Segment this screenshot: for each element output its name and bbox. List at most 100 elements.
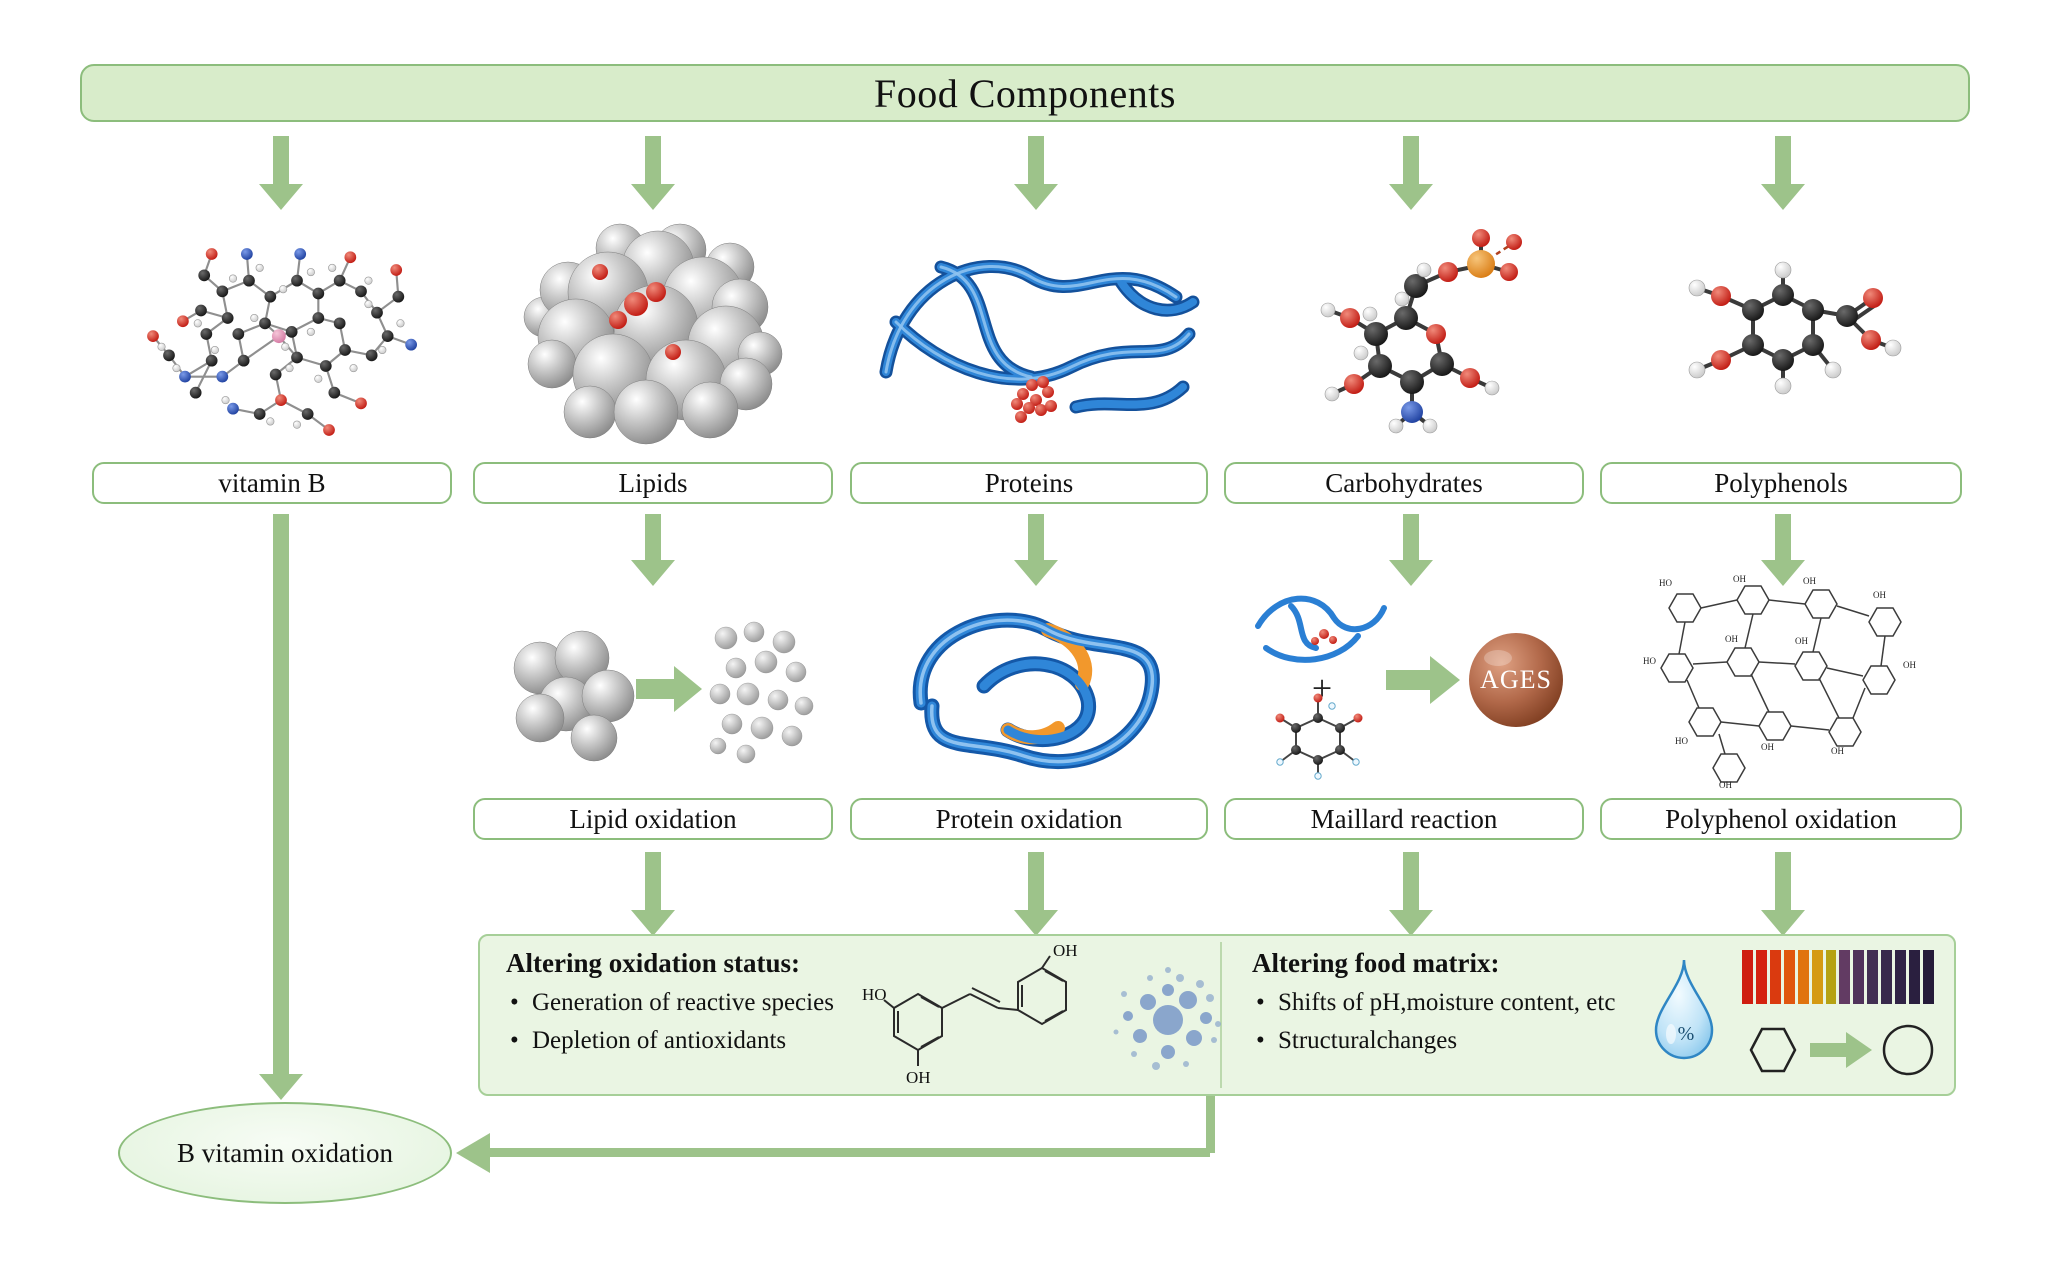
maillard-label: Maillard reaction xyxy=(1310,803,1498,834)
ph-bar xyxy=(1755,950,1767,1004)
oxidation-status-bullets: Generation of reactive species Depletion… xyxy=(506,988,834,1056)
ph-scale-strip xyxy=(1742,950,1934,1004)
ph-bar xyxy=(1839,950,1851,1004)
ages-label: AGES xyxy=(1480,665,1552,694)
reaction-label-lipid-oxidation: Lipid oxidation xyxy=(473,798,833,840)
ph-bar xyxy=(1853,950,1865,1004)
bullet-antioxidant-depletion: Depletion of antioxidants xyxy=(506,1026,834,1056)
reaction-label-polyphenol-oxidation: Polyphenol oxidation xyxy=(1600,798,1962,840)
circle-icon xyxy=(1882,1024,1934,1076)
carbohydrates-molecule-illustration xyxy=(1320,229,1522,434)
oh-label: OH xyxy=(1831,746,1844,756)
polyphenols-label: Polyphenols xyxy=(1714,467,1848,498)
lipid-oxidation-label: Lipid oxidation xyxy=(569,803,737,834)
lipid-breakdown-arrow xyxy=(636,666,702,712)
ph-bar xyxy=(1742,950,1753,1004)
ph-bar xyxy=(1769,950,1781,1004)
plus-sign: + xyxy=(1312,668,1332,708)
ph-bar xyxy=(1811,950,1823,1004)
proteins-label: Proteins xyxy=(984,467,1074,498)
oh-label: HO xyxy=(1659,578,1672,588)
effects-panel: Altering oxidation status: Generation of… xyxy=(478,934,1956,1096)
outcome-ellipse: B vitamin oxidation xyxy=(118,1102,452,1204)
arrow-food-to-vitaminb xyxy=(259,136,303,210)
arrow-food-to-proteins xyxy=(1014,136,1058,210)
connector-vertical xyxy=(1206,1096,1215,1153)
ph-bar xyxy=(1797,950,1809,1004)
oh-label: OH xyxy=(1733,574,1746,584)
vitamin-b-label: vitamin B xyxy=(218,467,326,498)
bullet-ph-moisture: Shifts of pH,moisture content, etc xyxy=(1252,988,1615,1018)
component-label-lipids: Lipids xyxy=(473,462,833,504)
arrow-lipid-oxidation-to-effects xyxy=(631,852,675,936)
arrow-polyphenol-oxidation-to-effects xyxy=(1761,852,1805,936)
connector-horizontal xyxy=(488,1148,1210,1157)
arrow-food-to-carbohydrates xyxy=(1389,136,1433,210)
structure-change-arrow xyxy=(1810,1032,1872,1068)
component-label-carbohydrates: Carbohydrates xyxy=(1224,462,1584,504)
oh-label: OH xyxy=(1873,590,1886,600)
oh-label: HO xyxy=(1675,736,1688,746)
oh-label: OH xyxy=(1719,780,1732,790)
arrow-food-to-polyphenols xyxy=(1761,136,1805,210)
ages-sphere xyxy=(1469,633,1563,727)
maillard-arrow xyxy=(1386,656,1460,704)
lipid-oxidation-illustration xyxy=(513,621,814,764)
bullet-reactive-species: Generation of reactive species xyxy=(506,988,834,1018)
arrow-lipids-to-oxidation xyxy=(631,514,675,586)
ph-bar xyxy=(1922,950,1934,1004)
lipids-label: Lipids xyxy=(618,467,688,498)
protein-oxidation-illustration xyxy=(886,588,1186,793)
ph-bar xyxy=(1867,950,1879,1004)
food-matrix-heading: Altering food matrix: xyxy=(1252,948,1500,978)
mini-protein-illustration xyxy=(1255,595,1387,663)
arrow-vitaminb-to-outcome xyxy=(259,514,303,1100)
carbohydrates-label: Carbohydrates xyxy=(1325,467,1483,498)
outcome-label: B vitamin oxidation xyxy=(177,1137,393,1168)
lipids-molecule-illustration xyxy=(523,223,783,445)
oh-label: OH xyxy=(1761,742,1774,752)
ho-label: HO xyxy=(862,985,887,1004)
ph-bar xyxy=(1881,950,1893,1004)
component-label-proteins: Proteins xyxy=(850,462,1208,504)
oh-label: OH xyxy=(906,1068,931,1087)
diagram-title: Food Components xyxy=(874,70,1176,116)
protein-oxidation-label: Protein oxidation xyxy=(935,803,1123,834)
ph-bar xyxy=(1825,950,1837,1004)
connector-arrowhead xyxy=(456,1133,490,1173)
polyphenol-tannin-illustration: HO OH OH OH HO OH OH OH HO OH OH OH xyxy=(1643,574,1916,790)
arrow-maillard-to-effects xyxy=(1389,852,1433,936)
mini-sugar-illustration xyxy=(1275,693,1363,780)
oh-label: OH xyxy=(1725,634,1738,644)
title-banner: Food Components xyxy=(80,64,1970,122)
component-label-vitamin-b: vitamin B xyxy=(92,462,452,504)
oh-label: HO xyxy=(1643,656,1656,666)
reactive-species-dots xyxy=(1113,967,1221,1070)
moisture-percent-label: % xyxy=(1678,1023,1695,1045)
component-label-polyphenols: Polyphenols xyxy=(1600,462,1962,504)
arrow-food-to-lipids xyxy=(631,136,675,210)
ph-bar xyxy=(1909,950,1920,1004)
oh-label: OH xyxy=(1803,576,1816,586)
arrow-carbohydrates-to-maillard xyxy=(1389,514,1433,586)
structure-change-illustration xyxy=(1749,1024,1934,1076)
oh-label: OH xyxy=(1795,636,1808,646)
reaction-label-maillard: Maillard reaction xyxy=(1224,798,1584,840)
polyphenol-oxidation-label: Polyphenol oxidation xyxy=(1665,803,1897,834)
maillard-reaction-illustration: + AGES xyxy=(1255,595,1563,780)
arrow-protein-oxidation-to-effects xyxy=(1014,852,1058,936)
water-droplet-icon: % xyxy=(1654,959,1714,1060)
hexagon-icon xyxy=(1749,1027,1797,1073)
bullet-structural-changes: Structuralchanges xyxy=(1252,1026,1615,1056)
oh-label: OH xyxy=(1903,660,1916,670)
panel-divider xyxy=(1220,942,1222,1088)
arrow-proteins-to-oxidation xyxy=(1014,514,1058,586)
polyphenols-molecule-illustration xyxy=(1688,261,1902,395)
ph-bar xyxy=(1783,950,1795,1004)
oxidation-status-heading: Altering oxidation status: xyxy=(506,948,801,978)
reaction-label-protein-oxidation: Protein oxidation xyxy=(850,798,1208,840)
ph-bar xyxy=(1895,950,1907,1004)
proteins-ribbon-illustration xyxy=(871,222,1201,423)
food-matrix-bullets: Shifts of pH,moisture content, etc Struc… xyxy=(1252,988,1615,1056)
